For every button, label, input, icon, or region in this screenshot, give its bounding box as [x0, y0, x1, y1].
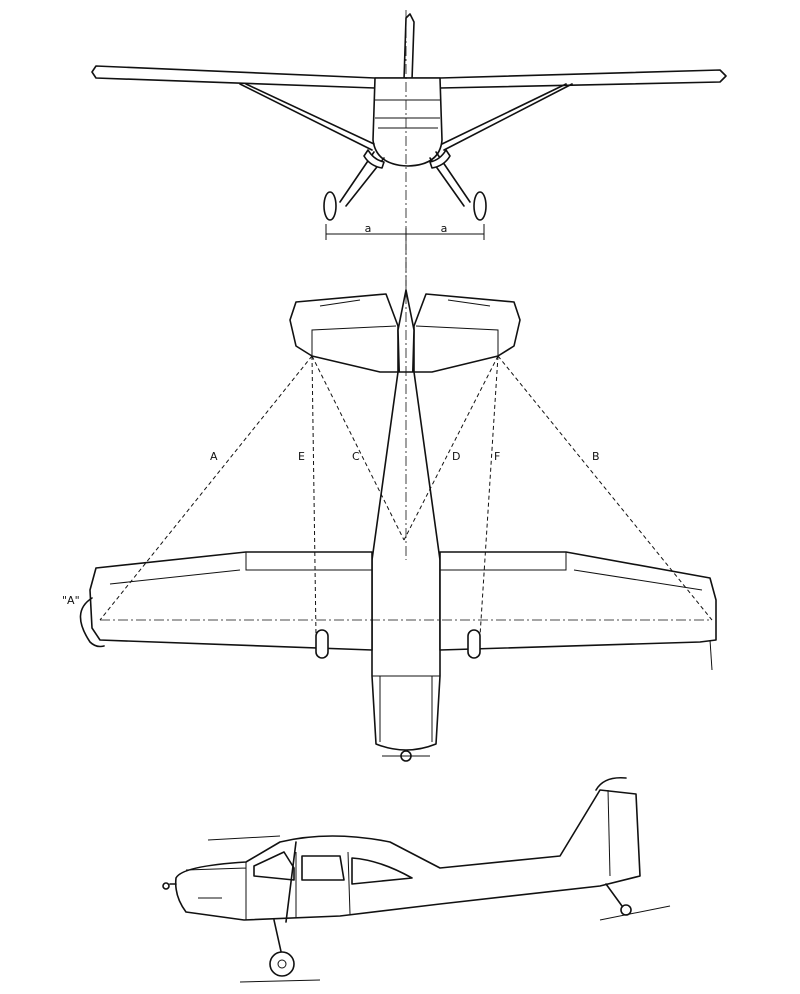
side-main-gear	[273, 919, 283, 957]
label-D: D	[452, 450, 460, 463]
front-wing	[91, 65, 727, 89]
top-fuselage	[371, 371, 441, 751]
side-tail-gear	[605, 883, 623, 907]
front-strut-left	[239, 83, 375, 151]
wing-right	[439, 551, 717, 651]
label-C: C	[352, 450, 360, 463]
wheel-left-top	[315, 629, 329, 659]
label-A: A	[210, 450, 218, 463]
tailplane-left	[289, 293, 399, 373]
top-view: A E C D F B "A"	[62, 240, 717, 762]
label-F: F	[494, 450, 500, 463]
detail-label-A: "A"	[62, 594, 80, 607]
wheel-right-top	[467, 629, 481, 659]
line-E	[311, 355, 317, 637]
front-wheel-right	[473, 191, 487, 221]
side-window-door	[301, 855, 345, 881]
side-strut	[285, 841, 297, 923]
side-view	[162, 776, 671, 983]
label-B: B	[592, 450, 600, 463]
side-fuselage	[174, 789, 641, 921]
side-main-wheel	[269, 951, 295, 977]
line-F	[479, 355, 499, 637]
front-fin	[403, 13, 415, 81]
front-wheel-left	[323, 191, 337, 221]
front-fuselage	[372, 77, 443, 167]
front-strut-right	[441, 83, 573, 151]
side-tail-wheel	[620, 904, 632, 916]
line-C	[311, 355, 405, 541]
side-window-rear	[351, 857, 413, 885]
side-window-front	[253, 851, 295, 881]
label-E: E	[298, 450, 305, 463]
line-A	[99, 355, 313, 621]
dimension-label-left: a	[365, 222, 372, 235]
dimension-label-right: a	[441, 222, 448, 235]
wing-left	[89, 551, 373, 651]
tailplane-right	[413, 293, 521, 373]
line-B	[497, 355, 713, 621]
front-view: a a	[91, 10, 727, 290]
